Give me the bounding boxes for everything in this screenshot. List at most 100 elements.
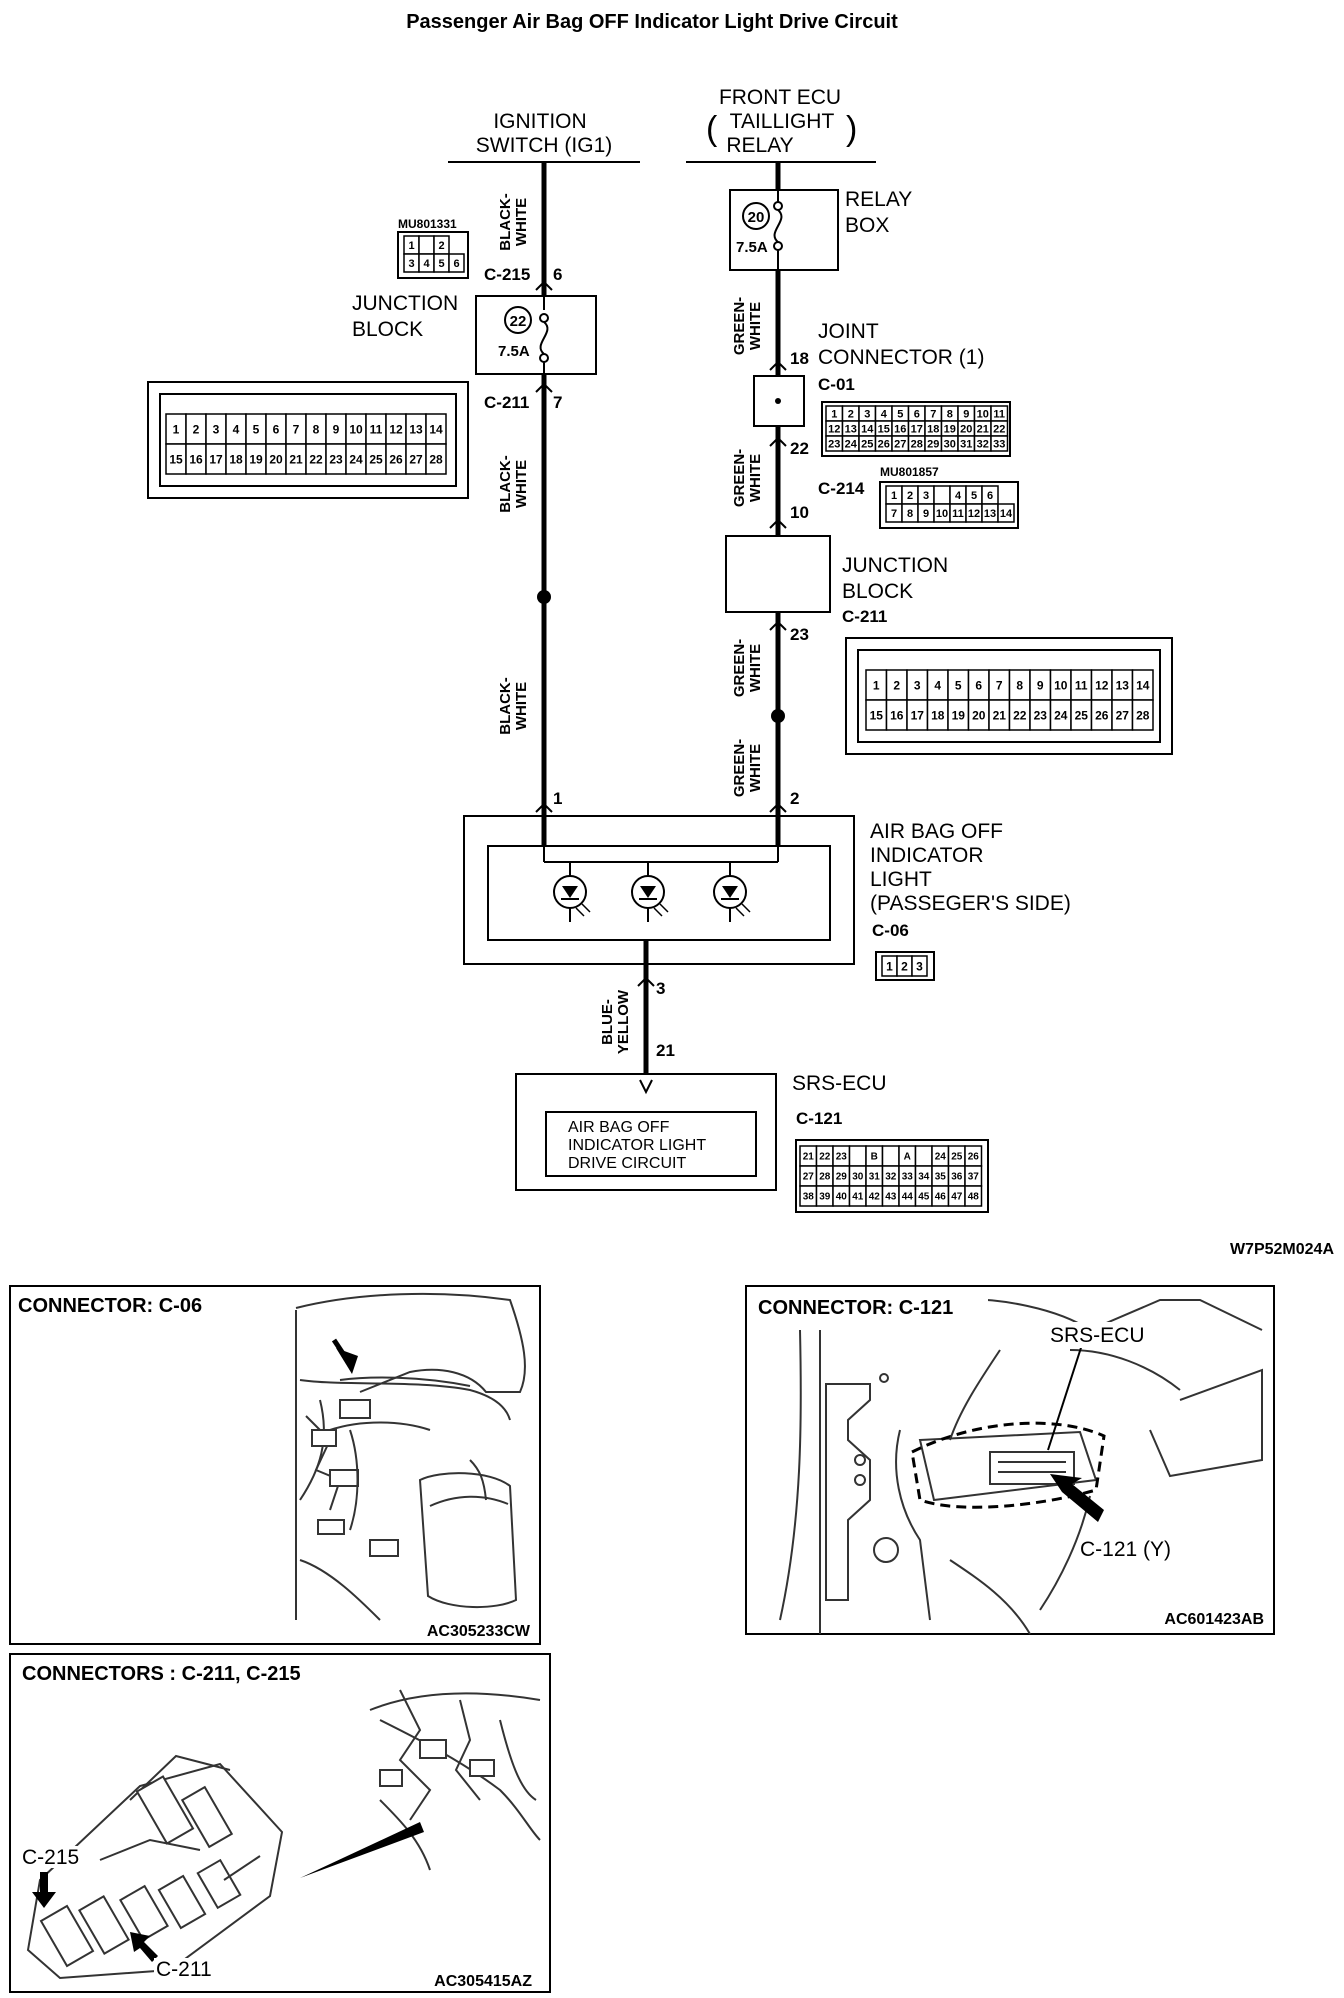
c211-right-cell — [1131, 699, 1154, 731]
c211-left-pin-label: 13 — [409, 422, 423, 436]
c211-right-pin-label: 22 — [1013, 708, 1027, 722]
junction-block-right — [725, 535, 831, 613]
c215-pin-label: 3 — [408, 258, 414, 270]
joint-connector-line2: CONNECTOR (1) — [818, 346, 984, 369]
c01-pin-label: 29 — [927, 438, 939, 450]
c211-right-pin-label: 26 — [1095, 708, 1109, 722]
c211-left-pin-label: 5 — [253, 422, 260, 436]
c211-left-pin-label: 26 — [389, 452, 403, 466]
c01-pin-label: 22 — [993, 423, 1005, 435]
c211-right-pin-label: 13 — [1116, 678, 1130, 692]
c01-pin-label: 16 — [894, 423, 906, 435]
c121-pin-label: 32 — [885, 1172, 897, 1183]
c121-pin-label: 42 — [869, 1192, 881, 1203]
c121-pin-label: B — [871, 1152, 878, 1163]
diagram-title: Passenger Air Bag OFF Indicator Light Dr… — [406, 11, 898, 33]
c211-left-pin-label: 25 — [369, 452, 383, 466]
c211-right-pin-label: 11 — [1075, 678, 1088, 692]
c214-pin-label: 11 — [952, 508, 964, 520]
c215-pin-label: 6 — [453, 258, 459, 270]
c121-pin-label: 36 — [951, 1172, 963, 1183]
pin-18: 18 — [790, 349, 809, 368]
c121-pin-label: 43 — [885, 1192, 897, 1203]
c121-pin-label: 48 — [968, 1192, 980, 1203]
panel-c211-code: AC305415AZ — [434, 1973, 532, 1990]
svg-text:WHITE: WHITE — [747, 454, 764, 502]
c211-right-pin-label: 27 — [1116, 708, 1130, 722]
c211-right-pin-label: 28 — [1136, 708, 1150, 722]
svg-text:BLUE-: BLUE- — [599, 999, 616, 1045]
joint-connector-line1: JOINT — [818, 320, 879, 343]
c214-pin-label: 5 — [971, 490, 977, 502]
c121-pin-label: 31 — [869, 1172, 881, 1183]
panel-c211-title: CONNECTORS : C-211, C-215 — [22, 1663, 301, 1685]
fuse-22-rating: 7.5A — [498, 343, 530, 360]
c211-right-pin-label: 21 — [993, 708, 1007, 722]
c121-pin-label: 45 — [918, 1192, 930, 1203]
c121-pin-label: 29 — [836, 1172, 848, 1183]
c01-pin-label: 21 — [977, 423, 989, 435]
relay-box-line2: BOX — [845, 214, 889, 237]
c211-right-label: C-211 — [842, 607, 887, 626]
c214-pin-label: 13 — [984, 508, 996, 520]
indicator-line4: (PASSEGER'S SIDE) — [870, 892, 1071, 915]
c211-left-pin-label: 20 — [269, 452, 283, 466]
c06-label: C-06 — [872, 921, 909, 940]
c121-label: C-121 — [796, 1109, 842, 1128]
c121-pin-label: 30 — [852, 1172, 864, 1183]
c01-pin-label: 28 — [911, 438, 923, 450]
c06-pin-label: 2 — [901, 959, 908, 973]
panel-c06-title: CONNECTOR: C-06 — [18, 1295, 202, 1317]
c211-right-pin-label: 19 — [952, 708, 966, 722]
arrow-c211 — [130, 1932, 158, 1962]
c211-right-pin-label: 20 — [972, 708, 986, 722]
c211-right-pin-label: 15 — [870, 708, 884, 722]
c214-pin-label: 2 — [907, 490, 913, 502]
front-ecu-line2: TAILLIGHT — [730, 110, 835, 133]
c121-pin-label: 35 — [935, 1172, 947, 1183]
panel-c211-c215: CONNECTORS : C-211, C-215 — [9, 1653, 551, 1993]
c01-label: C-01 — [818, 375, 855, 394]
c211-left-pin-label: 7 — [293, 422, 300, 436]
c211-right-pin-label: 3 — [914, 678, 921, 692]
c01-pin-label: 23 — [828, 438, 840, 450]
c01-pin-label: 24 — [845, 438, 858, 450]
c01-pin-label: 15 — [878, 423, 890, 435]
fuse-22-number: 22 — [510, 313, 527, 330]
svg-text:WHITE: WHITE — [513, 198, 530, 246]
svg-text:WHITE: WHITE — [747, 302, 764, 350]
c211-left-pin-label: 2 — [193, 422, 200, 436]
panel-c06-code: AC305233CW — [427, 1623, 531, 1640]
c211-left-pin-label: 3 — [213, 422, 220, 436]
srs-ecu-inner — [545, 1111, 757, 1177]
c01-pin-label: 20 — [960, 423, 972, 435]
c211-left-pin-label: 27 — [409, 452, 423, 466]
c214-pin-label: 8 — [907, 508, 913, 520]
srs-sketch — [779, 1298, 1263, 1635]
junction-block-sketch — [26, 1754, 284, 1980]
ignition-line2: SWITCH (IG1) — [476, 134, 613, 157]
c211-right-pin-label: 17 — [911, 708, 925, 722]
c211-left-pin-label: 24 — [349, 452, 363, 466]
c214-cell — [933, 485, 951, 505]
c01-pin-label: 11 — [993, 408, 1005, 420]
c211-left-label: C-211 — [484, 393, 529, 412]
fuse-20-rating: 7.5A — [736, 239, 768, 256]
wire-label-black-white-1: BLACK- WHITE — [497, 193, 530, 251]
front-ecu-line3: RELAY — [726, 134, 793, 157]
c121-pin-label: 41 — [852, 1192, 864, 1203]
c01-pin-label: 31 — [960, 438, 972, 450]
c211-right-pin-label: 16 — [890, 708, 904, 722]
c215-pin-label: 1 — [408, 240, 414, 252]
c01-pin-label: 25 — [861, 438, 873, 450]
c211-left-pin-label: 17 — [209, 452, 223, 466]
c121-cell — [848, 1145, 867, 1167]
c214-cell — [997, 503, 1015, 523]
junction-block-left — [475, 295, 597, 375]
c01-pin-label: 32 — [977, 438, 989, 450]
c211-left-pin-label: 22 — [309, 452, 323, 466]
c01-pin-label: 14 — [861, 423, 874, 435]
